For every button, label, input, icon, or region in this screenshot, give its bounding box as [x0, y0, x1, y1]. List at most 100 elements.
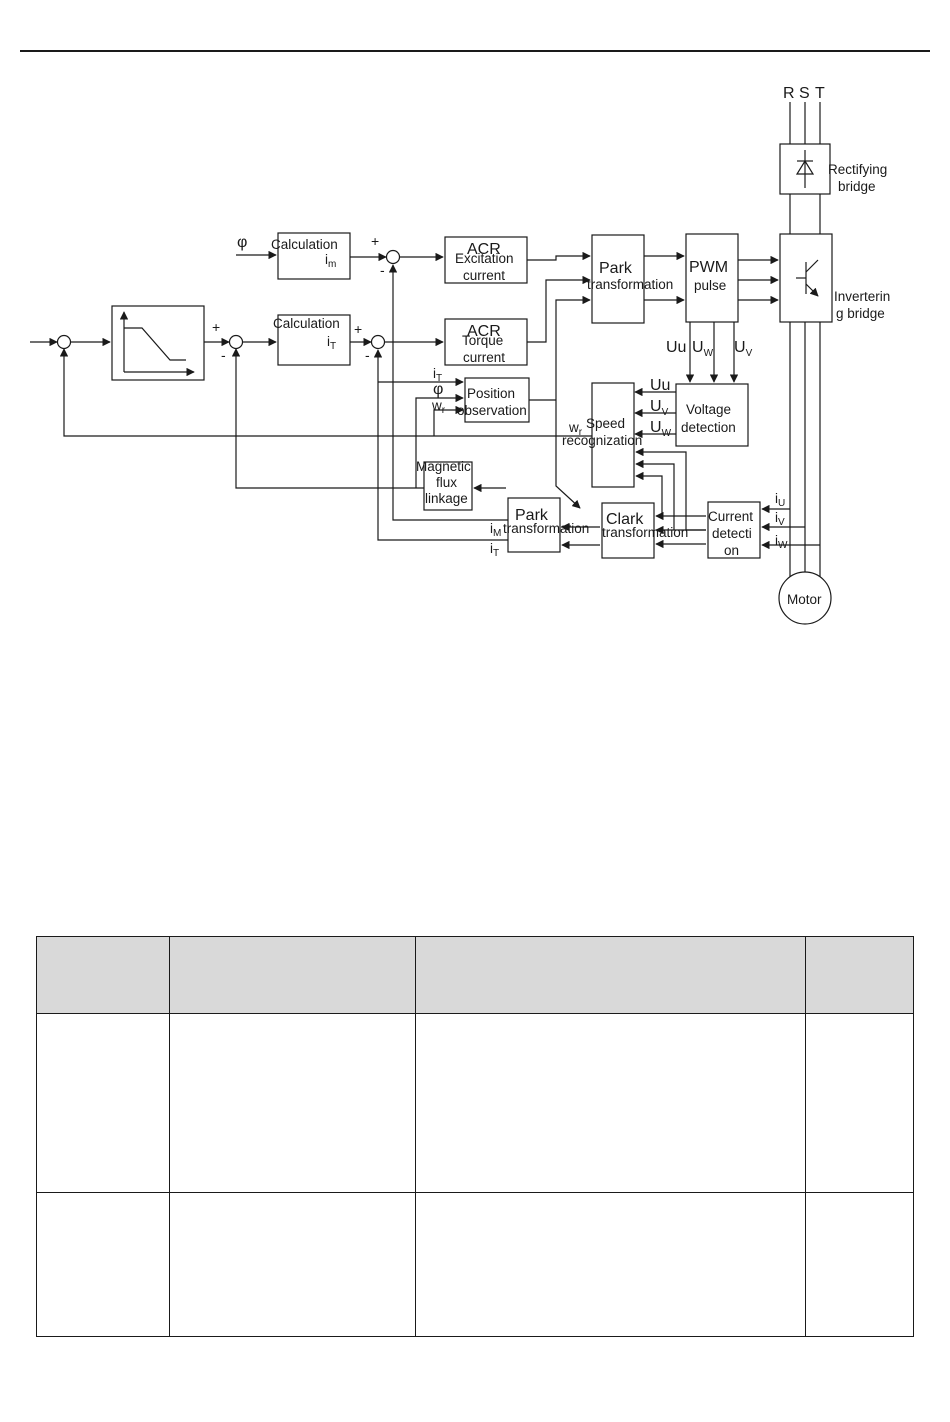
- speed-regulator-block: [111, 305, 205, 381]
- sum-exc-plus: +: [371, 233, 379, 249]
- uw-top-label: UW: [692, 339, 714, 359]
- pwm-label-2: pulse: [694, 278, 726, 293]
- iv-label: iV: [775, 510, 785, 528]
- mains-t-label: T: [815, 85, 825, 102]
- current-detection-label-1: Current: [708, 509, 753, 524]
- park-transform-top-block: [591, 234, 645, 324]
- table-cell: [414, 1012, 807, 1194]
- clark-transform-block: [601, 502, 655, 559]
- flux-label-2: flux: [436, 475, 457, 490]
- current-to-speed-arrow-3: [635, 471, 663, 516]
- pwm-label-1: PWM: [689, 259, 728, 276]
- summing-junction-flux: [228, 334, 244, 350]
- position-observation-block: [464, 377, 530, 423]
- phi-to-position-arrow: [415, 393, 464, 488]
- table-cell: [805, 1192, 914, 1337]
- sum-torque-plus: +: [354, 321, 362, 337]
- table-cell: [36, 1192, 170, 1337]
- sum-torque-minus: -: [365, 347, 370, 363]
- position-label-1: Position: [467, 386, 515, 401]
- summing-junction-speed: [56, 334, 72, 350]
- acr-torque-block: [444, 318, 528, 366]
- table-header-cell: [36, 936, 170, 1014]
- uv-top-label: UV: [734, 339, 753, 359]
- table-row: [36, 1192, 914, 1337]
- uv-in-label: UV: [650, 398, 669, 418]
- table-cell: [168, 1012, 416, 1194]
- phi-input-label: φ: [237, 234, 247, 251]
- table-header-cell: [805, 936, 914, 1014]
- acr-tor-to-park-arrow: [527, 275, 591, 343]
- parameter-table: [36, 936, 914, 1337]
- im-feedback-line: [388, 264, 508, 521]
- it-feedback-line: [373, 349, 508, 541]
- acr-torque-title: ACR: [467, 323, 501, 340]
- mains-s-label: S: [799, 85, 810, 102]
- acr-torque-label-1: Torque: [462, 333, 503, 348]
- current-detection-label-2: detecti: [712, 526, 752, 541]
- table-cell: [805, 1012, 914, 1194]
- table-cell: [36, 1012, 170, 1194]
- calculation-im-block: [277, 232, 351, 280]
- table-cell: [414, 1192, 807, 1337]
- current-detection-label-3: on: [724, 543, 739, 558]
- summing-junction-excitation: [385, 249, 401, 265]
- it-pos-label: iT: [433, 366, 442, 384]
- transistor-icon: [796, 259, 819, 297]
- table-header-cell: [168, 936, 416, 1014]
- wr-to-position-arrow: [433, 405, 464, 436]
- clark-label-2: transformation: [602, 525, 688, 540]
- voltage-detection-label-1: Voltage: [686, 402, 731, 417]
- acr-exc-to-park-arrow: [527, 251, 591, 261]
- iw-label: iW: [775, 533, 788, 551]
- clark-label-1: Clark: [606, 511, 644, 528]
- calculation-im-var: im: [325, 252, 336, 270]
- acr-excitation-block: [444, 236, 528, 284]
- rectifying-bridge-label-1: Rectifying: [828, 162, 887, 177]
- mains-r-label: R: [783, 85, 795, 102]
- speed-label-2: recognization: [562, 433, 642, 448]
- motor-circle: [778, 571, 832, 625]
- inverting-bridge-label-1: Inverterin: [834, 289, 890, 304]
- speed-recognization-block: [591, 382, 635, 488]
- acr-excitation-title: ACR: [467, 241, 501, 258]
- rectifying-bridge-label-2: bridge: [838, 179, 876, 194]
- limit-curve-icon: [119, 311, 195, 377]
- sum-flux-plus: +: [212, 319, 220, 335]
- motor-label: Motor: [787, 592, 822, 607]
- uu-top-label: Uu: [666, 339, 686, 356]
- flux-label-1: Magnetic: [416, 459, 471, 474]
- uw-in-label: UW: [650, 419, 672, 439]
- table-cell: [168, 1192, 416, 1337]
- phi-pos-label: φ: [433, 381, 443, 398]
- calculation-it-title: Calculation: [273, 316, 340, 331]
- acr-torque-label-2: current: [463, 350, 505, 365]
- voltage-detection-block: [675, 383, 749, 447]
- speed-label-1: Speed: [586, 416, 625, 431]
- calculation-im-title: Calculation: [271, 237, 338, 252]
- vector-control-diagram: R S T Rectifying bridge Inverterin g bri…: [30, 85, 890, 625]
- park-bottom-label-2: transformation: [503, 521, 589, 536]
- park-top-label-1: Park: [599, 260, 633, 277]
- magnetic-flux-block: [423, 461, 473, 511]
- summing-junction-torque: [370, 334, 386, 350]
- angle-to-park-top-arrow: [555, 295, 591, 436]
- table-header-cell: [414, 936, 807, 1014]
- current-detection-block: [707, 501, 761, 559]
- iu-label: iU: [775, 491, 785, 509]
- pwm-block: [685, 233, 739, 323]
- table-header-row: [36, 936, 914, 1014]
- table-row: [36, 1012, 914, 1194]
- calculation-it-var: iT: [327, 334, 336, 352]
- flux-label-3: linkage: [425, 491, 468, 506]
- wr-speed-label: wr: [568, 420, 583, 438]
- sum-exc-minus: -: [380, 262, 385, 278]
- it-out-label: iT: [490, 541, 499, 559]
- voltage-detection-label-2: detection: [681, 420, 736, 435]
- park-bottom-label-1: Park: [515, 507, 549, 524]
- header-rule: [20, 50, 930, 52]
- inverting-bridge-label-2: g bridge: [836, 306, 885, 321]
- calculation-it-block: [277, 314, 351, 366]
- park-top-label-2: transformation: [587, 277, 673, 292]
- acr-excitation-label-2: current: [463, 268, 505, 283]
